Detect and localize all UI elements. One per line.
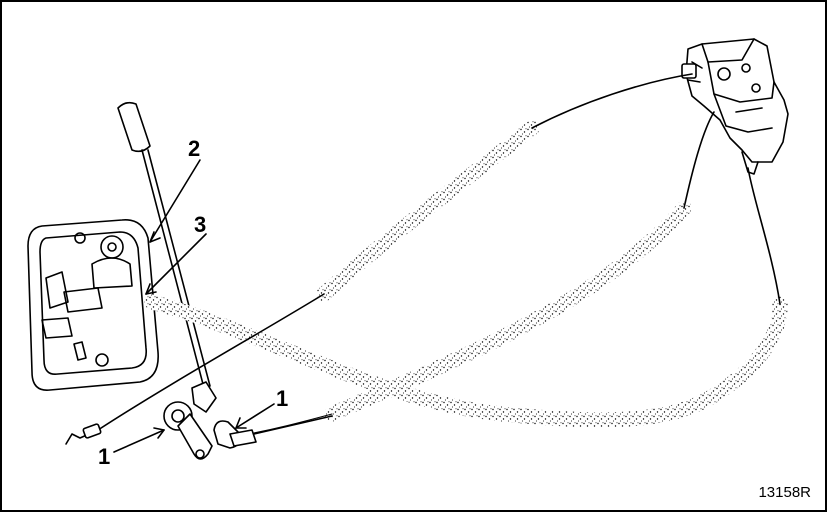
- callout-1-right: 1: [276, 386, 289, 411]
- cable-assembly: [97, 73, 788, 437]
- door-lock-mechanism: [681, 38, 789, 175]
- inner-handle-housing: [27, 219, 159, 391]
- callout-2: 2: [188, 136, 201, 161]
- leader-lines: [113, 159, 275, 453]
- callout-3: 3: [194, 212, 207, 237]
- cable-end-fitting-left: [65, 381, 217, 460]
- callout-1-left: 1: [98, 444, 111, 469]
- cable-end-fitting-right: [213, 415, 333, 449]
- figure-reference-code: 13158R: [758, 484, 811, 501]
- lock-control-rod: [117, 101, 211, 389]
